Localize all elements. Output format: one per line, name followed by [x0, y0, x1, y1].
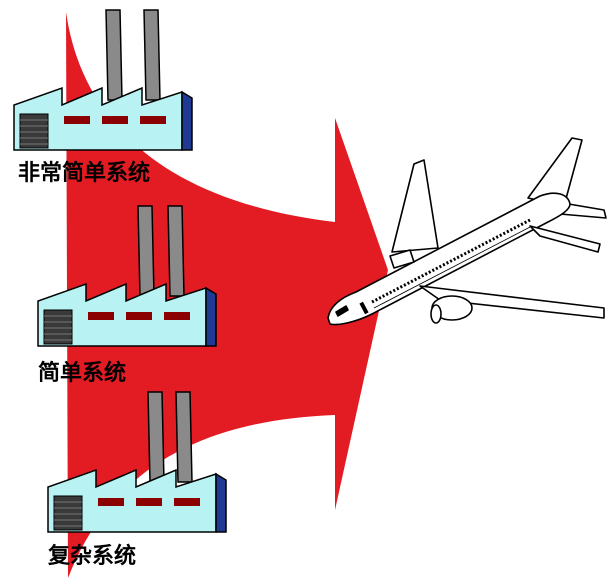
factory-label-simple: 简单系统 [38, 360, 127, 386]
factory-label-complex: 复杂系统 [48, 543, 137, 569]
factory-icon [37, 205, 217, 347]
factory-icon [47, 391, 227, 533]
airplane-icon [327, 137, 607, 326]
factory-label-very-simple: 非常简单系统 [18, 160, 151, 186]
factory-icon [13, 9, 193, 151]
funnel-arrow [66, 12, 388, 578]
